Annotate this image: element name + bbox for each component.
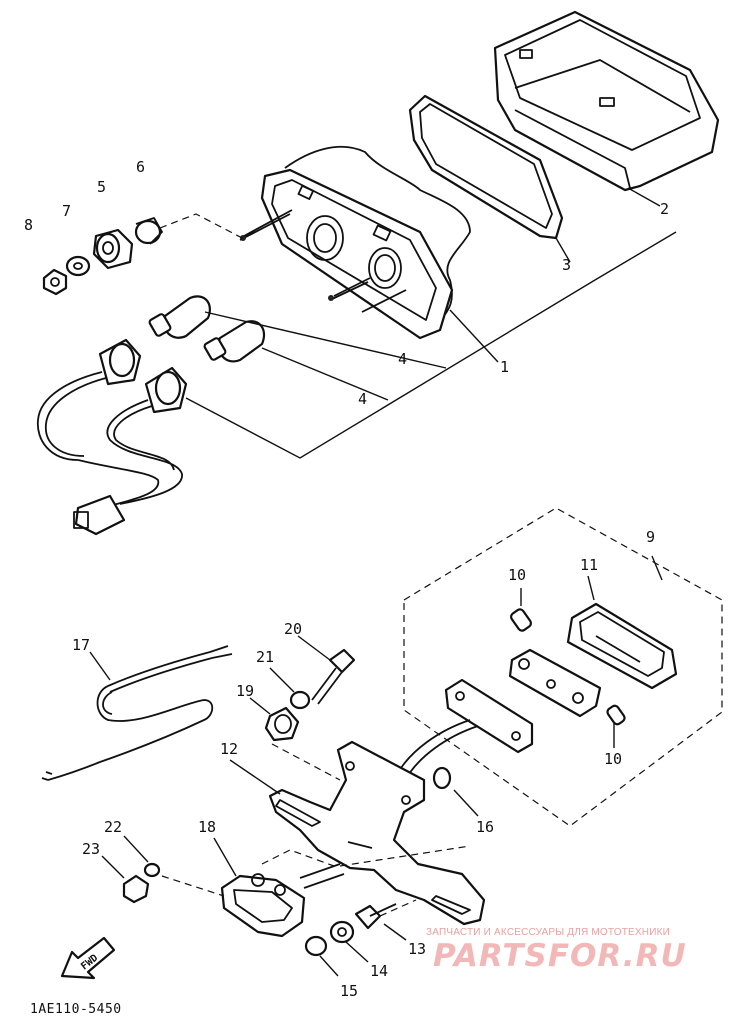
bulb-upper — [148, 295, 211, 339]
callout-20: 20 — [284, 620, 302, 638]
tail-light-lens — [493, 10, 720, 192]
nut-15 — [304, 935, 328, 957]
callout-4a: 4 — [398, 350, 407, 368]
callout-19: 19 — [236, 682, 254, 700]
callout-15: 15 — [340, 982, 358, 1000]
forward-arrow: FWD — [60, 936, 116, 980]
grommet-5 — [92, 228, 134, 270]
diagram-reference-code: 1AE110-5450 — [30, 1002, 122, 1017]
washer-7 — [65, 255, 91, 277]
rear-stay-bracket — [268, 740, 486, 926]
watermark-logo: PARTSFOR.RU — [433, 938, 687, 974]
callout-6: 6 — [136, 158, 145, 176]
callout-9: 9 — [646, 528, 655, 546]
nut-21 — [289, 690, 311, 710]
bulb-lower — [203, 320, 266, 363]
callout-8: 8 — [24, 216, 33, 234]
callout-4b: 4 — [358, 390, 367, 408]
bolt-20 — [311, 648, 356, 705]
callout-5: 5 — [97, 178, 106, 196]
spacer-16 — [432, 766, 452, 790]
nut-23 — [122, 874, 150, 904]
license-light-base — [508, 648, 602, 718]
callout-2: 2 — [660, 200, 669, 218]
callout-21: 21 — [256, 648, 274, 666]
callout-17: 17 — [72, 636, 90, 654]
nut-8 — [42, 268, 68, 296]
reflector — [220, 873, 306, 938]
callout-11: 11 — [580, 556, 598, 574]
nut-22 — [143, 862, 161, 878]
callout-1: 1 — [500, 358, 509, 376]
callout-10b: 10 — [604, 750, 622, 768]
callout-13: 13 — [408, 940, 426, 958]
bolt-13 — [354, 903, 397, 930]
cap-6 — [134, 217, 163, 245]
collar-19 — [264, 706, 300, 742]
callout-10a: 10 — [508, 566, 526, 584]
callout-14: 14 — [370, 962, 388, 980]
callout-16: 16 — [476, 818, 494, 836]
callout-18: 18 — [198, 818, 216, 836]
small-bulb-lower — [606, 704, 626, 726]
washer-14 — [329, 920, 355, 944]
callout-7: 7 — [62, 202, 71, 220]
socket-harness — [37, 338, 188, 536]
tail-light-base — [239, 145, 471, 340]
license-plate-bracket — [395, 678, 534, 783]
license-light-housing — [566, 602, 678, 690]
callout-23: 23 — [82, 840, 100, 858]
watermark-tagline: ЗАПЧАСТИ И АКСЕССУАРЫ ДЛЯ МОТОТЕХНИКИ — [426, 927, 671, 938]
callout-12: 12 — [220, 740, 238, 758]
callout-22: 22 — [104, 818, 122, 836]
callout-3: 3 — [562, 256, 571, 274]
small-bulb-upper — [510, 608, 532, 632]
